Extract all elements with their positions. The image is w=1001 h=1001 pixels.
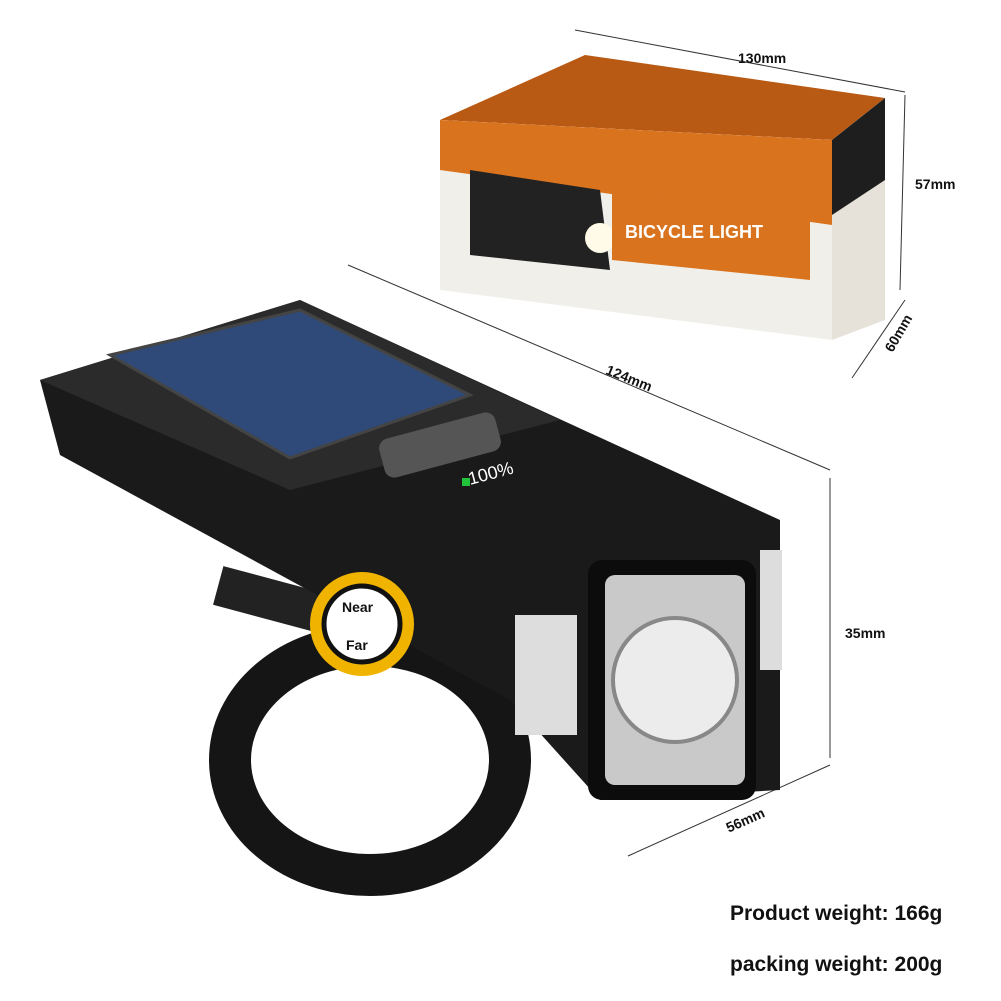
knob-far-label: Far xyxy=(346,637,368,653)
side-light-left xyxy=(515,615,577,735)
knob-near-label: Near xyxy=(342,599,374,615)
focus-knob: Near Far xyxy=(310,572,414,676)
product-weight: Product weight: 166g xyxy=(730,902,943,925)
box-title: BICYCLE LIGHT xyxy=(625,222,763,242)
packing-weight: packing weight: 200g xyxy=(730,953,943,976)
dimension-lines xyxy=(347,29,906,857)
box-height-label: 57mm xyxy=(915,176,956,192)
packaging-box: BICYCLE LIGHT xyxy=(440,55,885,340)
bike-light: 100% xyxy=(40,300,782,800)
side-light-right xyxy=(760,550,782,670)
product-height-label: 35mm xyxy=(845,625,886,641)
battery-indicator xyxy=(462,478,470,486)
box-length-label: 130mm xyxy=(738,50,787,66)
solar-panel xyxy=(105,308,474,460)
power-button xyxy=(379,412,501,478)
lens xyxy=(611,616,739,744)
